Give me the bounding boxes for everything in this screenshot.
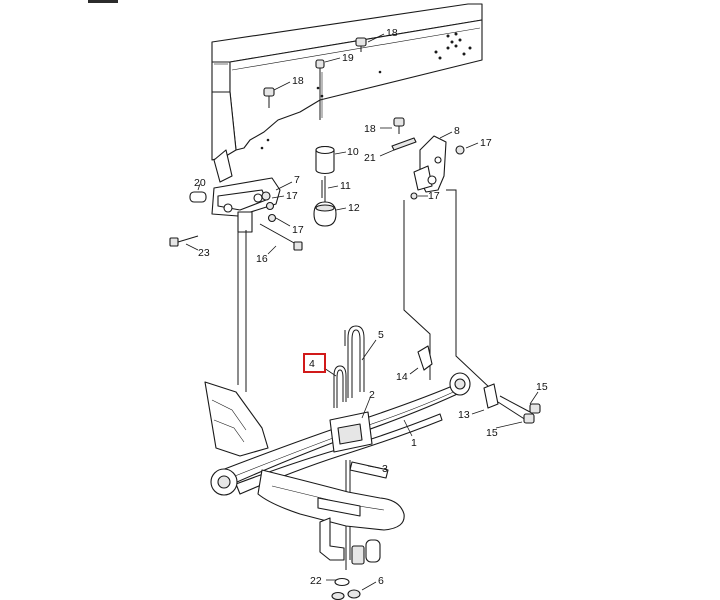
rear-shackle [417,345,541,424]
callout-18: 18 [364,123,376,135]
callout-18: 18 [386,27,398,39]
callout-23: 23 [198,247,210,259]
u-bolt-rear [347,325,365,398]
callout-20: 20 [194,177,206,189]
bumper-stop [313,145,337,227]
callout-15: 15 [536,381,548,393]
callout-5: 5 [378,329,384,341]
callout-19: 19 [342,52,354,64]
callout-18: 18 [292,75,304,87]
callout-17: 17 [428,190,440,202]
frame-rail [211,3,483,183]
callout-11: 11 [340,180,351,192]
callout-10: 10 [347,146,359,158]
callout-13: 13 [458,409,470,421]
u-bolt-front [333,365,347,408]
front-hanger-bracket [211,177,281,233]
callout-21: 21 [364,152,376,164]
callout-8: 8 [454,125,460,137]
callout-14: 14 [396,371,408,383]
corner-tab [88,0,118,3]
callout-3: 3 [382,463,388,475]
callout-2: 2 [369,389,375,401]
callout-4: 4 [309,358,315,370]
rail-holes [260,32,472,150]
callout-17: 17 [286,190,298,202]
axle-seat [329,411,373,453]
callout-highlight-box [303,353,326,373]
callout-7: 7 [294,174,300,186]
callout-17: 17 [292,224,304,236]
bolts [169,37,417,251]
rear-shackle-bracket [413,135,447,193]
callout-12: 12 [348,202,360,214]
front-axle [204,381,405,531]
callout-22: 22 [310,575,322,587]
lower-clamp-hardware [319,517,381,600]
callout-6: 6 [378,575,384,587]
callout-15: 15 [486,427,498,439]
callout-17: 17 [480,137,492,149]
callout-16: 16 [256,253,268,265]
callout-labels: 18 19 18 18 8 17 10 21 11 12 20 7 17 17 … [194,27,548,587]
callout-1: 1 [411,437,417,449]
leader-lines [185,33,539,591]
nuts-washers [189,145,465,223]
